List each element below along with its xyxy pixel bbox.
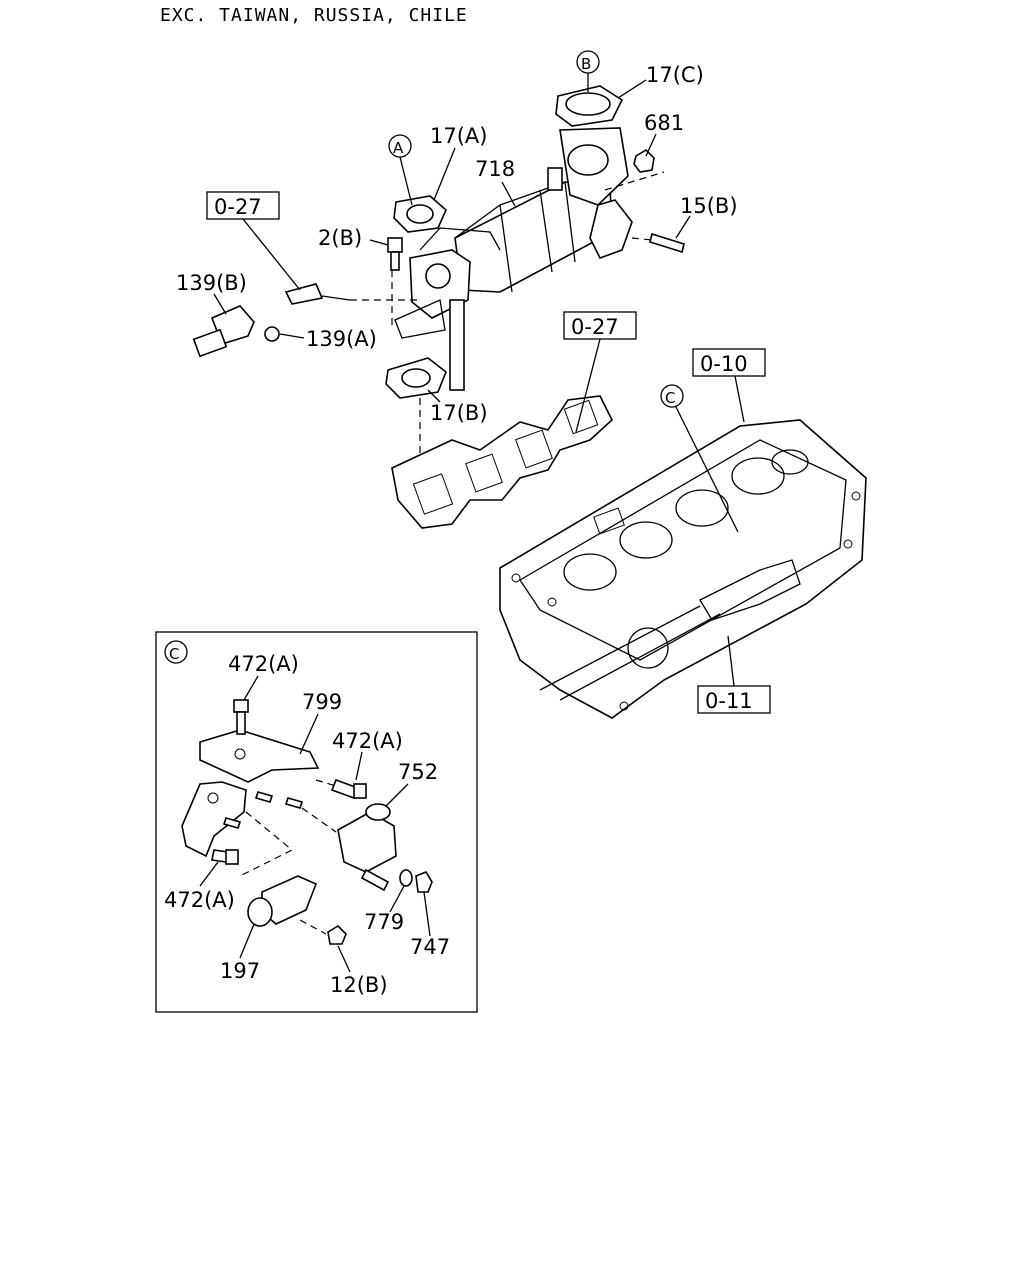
sensor-tube — [284, 283, 418, 305]
label-747: 747 — [410, 935, 450, 959]
gasket-17b — [385, 357, 447, 399]
region-note: EXC. TAIWAN, RUSSIA, CHILE — [160, 5, 468, 26]
ref-box-0-27-b: 0-27 — [563, 311, 637, 340]
label-2b: 2(B) — [318, 226, 362, 250]
label-472a-mid: 472(A) — [332, 729, 403, 753]
gasket-17a — [393, 195, 447, 233]
svg-text:0-27: 0-27 — [571, 315, 619, 339]
marker-detail-c: C — [164, 640, 188, 664]
label-799: 799 — [302, 690, 342, 714]
detail-drawing — [181, 699, 433, 945]
label-681: 681 — [644, 111, 684, 135]
label-17a: 17(A) — [430, 124, 487, 148]
bolt-2b — [387, 237, 403, 271]
svg-text:0-10: 0-10 — [700, 352, 748, 376]
ref-box-0-10: 0-10 — [692, 348, 766, 377]
svg-text:0-11: 0-11 — [705, 689, 753, 713]
label-472a-top: 472(A) — [228, 652, 299, 676]
marker-a: A — [388, 134, 412, 158]
label-779: 779 — [364, 910, 404, 934]
exhaust-manifold-drawing — [391, 395, 613, 529]
svg-text:B: B — [581, 55, 591, 73]
label-472a-low: 472(A) — [164, 888, 235, 912]
ref-box-0-27-a: 0-27 — [206, 191, 280, 220]
label-197: 197 — [220, 959, 260, 983]
svg-text:C: C — [169, 645, 179, 663]
label-139b: 139(B) — [176, 271, 247, 295]
marker-c: C — [660, 384, 684, 408]
label-752: 752 — [398, 760, 438, 784]
label-12b: 12(B) — [330, 973, 388, 997]
sensor-139b — [192, 305, 255, 358]
detail-c-box — [155, 631, 478, 1013]
label-15b: 15(B) — [680, 194, 738, 218]
gasket-17c — [555, 85, 624, 127]
label-17c: 17(C) — [646, 63, 704, 87]
svg-text:0-27: 0-27 — [214, 195, 262, 219]
label-17b: 17(B) — [430, 401, 488, 425]
stud-15b — [649, 232, 685, 254]
marker-b: B — [576, 50, 600, 74]
cylinder-head-drawing — [499, 419, 867, 719]
svg-text:C: C — [665, 389, 675, 407]
egr-cooler-drawing — [394, 127, 633, 391]
ref-box-0-11: 0-11 — [697, 685, 771, 714]
svg-text:A: A — [393, 139, 404, 157]
label-718: 718 — [475, 157, 515, 181]
clip-139a — [264, 326, 280, 342]
label-139a: 139(A) — [306, 327, 377, 351]
nut-681 — [633, 148, 655, 173]
